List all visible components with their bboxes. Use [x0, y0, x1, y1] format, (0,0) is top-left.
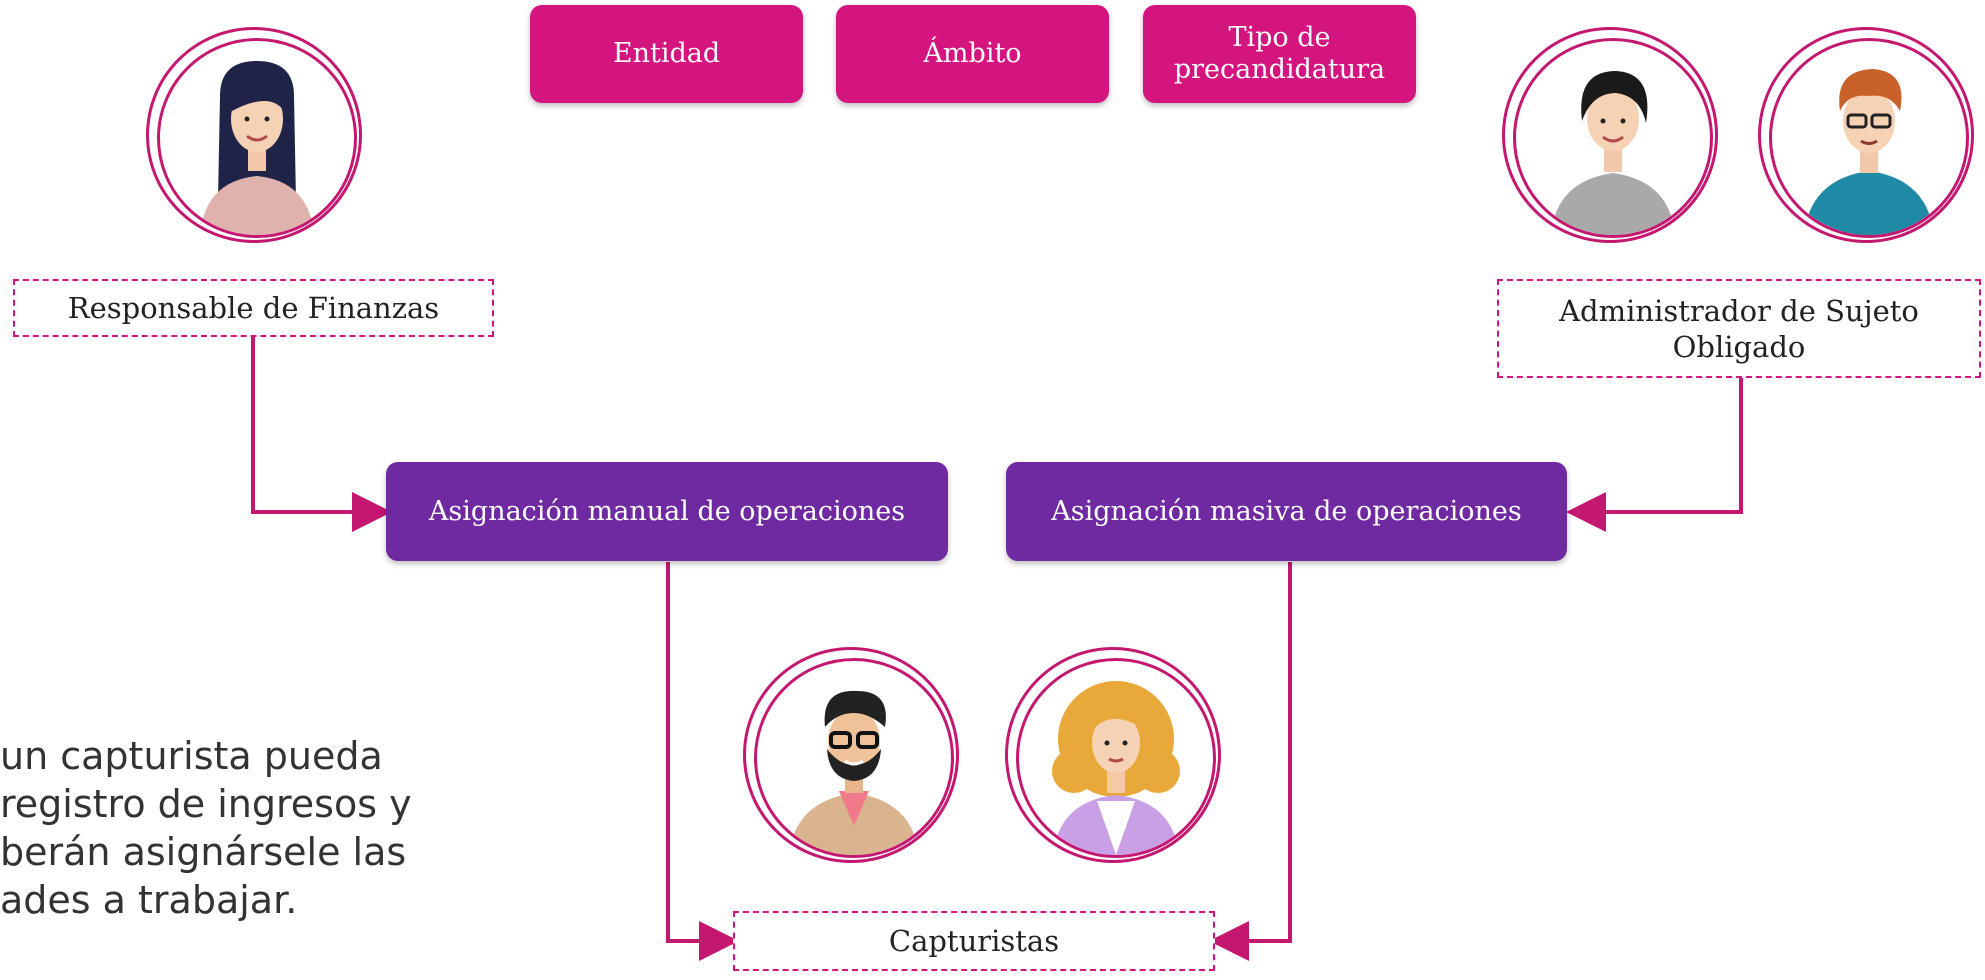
caption-line-1: un capturista pueda	[0, 734, 383, 778]
manual-to-capturers-line	[666, 562, 739, 961]
finance-to-manual-line	[251, 337, 392, 532]
man-beard-glasses-avatar	[743, 647, 959, 863]
caption-line-2: registro de ingresos y	[0, 782, 412, 826]
admin-to-bulk-line	[1566, 378, 1743, 532]
caption-line-4: ades a trabajar.	[0, 878, 298, 922]
role-capturers: Capturistas	[733, 911, 1215, 971]
process-manual-assignment: Asignación manual de operaciones	[386, 462, 948, 561]
woman-curly-blonde-avatar	[1005, 647, 1221, 863]
role-finance-responsible: Responsable de Finanzas	[13, 279, 494, 337]
process-bulk-assignment: Asignación masiva de operaciones	[1006, 462, 1567, 561]
description-text: un capturista pueda registro de ingresos…	[0, 732, 520, 924]
criteria-tipo-precandidatura-tag: Tipo de precandidatura	[1143, 5, 1416, 103]
role-admin-obligated-subject: Administrador de Sujeto Obligado	[1497, 279, 1981, 378]
woman-long-dark-hair-avatar	[146, 27, 362, 243]
caption-line-3: berán asignársele las	[0, 830, 407, 874]
criteria-ambito-tag: Ámbito	[836, 5, 1109, 103]
woman-short-hair-avatar	[1502, 27, 1718, 243]
man-red-hair-glasses-avatar	[1758, 27, 1974, 243]
criteria-entidad-tag: Entidad	[530, 5, 803, 103]
bulk-to-capturers-line	[1209, 562, 1292, 961]
